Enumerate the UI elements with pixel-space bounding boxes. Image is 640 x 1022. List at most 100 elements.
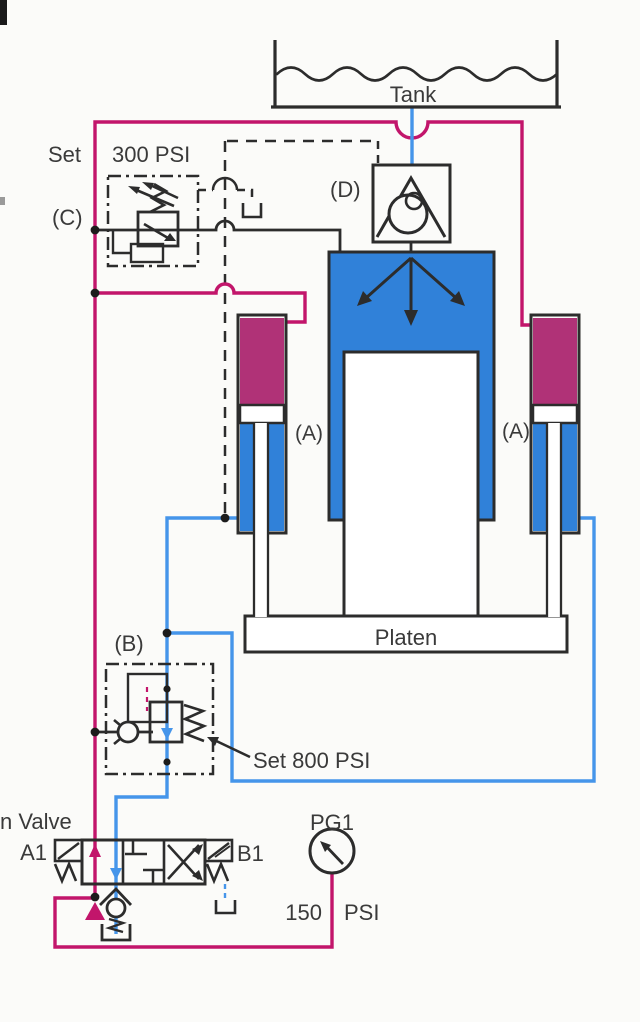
return-spring-right <box>205 860 230 885</box>
arrowhead <box>404 310 418 326</box>
flow-arrows <box>357 256 465 326</box>
arrowhead <box>192 870 203 881</box>
fluid-level-wave <box>275 66 559 82</box>
solenoid-slash-icon <box>207 842 230 860</box>
gauge-label: PG1 <box>310 810 354 835</box>
line-to-left-cylinder <box>95 282 307 324</box>
position-dividers <box>121 840 166 884</box>
arrowhead <box>142 182 154 190</box>
junction-dot <box>90 225 100 235</box>
piston-rod <box>547 423 561 617</box>
cylinder-return-line <box>114 516 238 934</box>
cylinder-cap-fluid <box>240 318 284 406</box>
arrowhead <box>207 737 219 746</box>
relief-to-press-line <box>95 219 342 252</box>
flow-path <box>143 222 169 240</box>
valve-body <box>136 210 180 248</box>
junction-dot <box>163 758 171 766</box>
center-position-symbol <box>125 840 165 884</box>
junction-dots <box>90 225 230 902</box>
press-assembly: Platen <box>243 250 569 654</box>
flow-arrow-left <box>365 256 412 300</box>
platen-label: Platen <box>375 625 437 650</box>
gauge-value: 150 <box>285 900 322 925</box>
tank-drain-icon <box>100 924 132 942</box>
spring <box>181 703 208 743</box>
valve-caption: n Valve <box>0 809 72 834</box>
center-port-top <box>125 840 147 856</box>
piston <box>531 403 579 425</box>
pilot-loop <box>111 230 131 255</box>
junction-dot <box>162 628 172 638</box>
pilot-lines <box>198 139 380 518</box>
solenoid-slash-icon <box>214 845 231 858</box>
cross-path <box>167 844 200 880</box>
arrowhead <box>450 291 465 306</box>
line-hop <box>211 176 239 191</box>
tank-drain-icon <box>214 900 237 915</box>
valve-body <box>148 700 184 744</box>
center-port-bottom <box>143 868 165 884</box>
adjust-arrow <box>149 183 179 200</box>
flow-arrowhead <box>161 728 173 740</box>
junction-dot <box>220 513 230 523</box>
solenoid-b1-label: B1 <box>237 841 264 866</box>
tank-check-valve <box>99 886 133 942</box>
platen <box>243 614 569 654</box>
check-valve-seat <box>99 886 133 906</box>
needle-arrowhead <box>320 841 331 852</box>
valve-boundary-box <box>104 662 215 776</box>
scan-edge-mark <box>0 197 5 205</box>
valve-c-label: (C) <box>52 205 83 230</box>
line-to-gauge <box>53 874 334 949</box>
pressure-setting-label: 300 PSI <box>112 142 190 167</box>
valve-pilot-section <box>129 242 165 264</box>
b-to-t-arrowhead <box>110 868 122 880</box>
prefill-valve-d: (D) <box>330 163 452 244</box>
junction-dot <box>163 685 171 693</box>
check-valve-ball <box>116 720 140 744</box>
adjust-arrow <box>133 187 175 208</box>
arrowhead <box>357 291 372 306</box>
directional-valve: n Valve A1 B1 <box>0 809 264 915</box>
piston <box>238 403 286 425</box>
pump-source <box>85 902 105 920</box>
counterbalance-valve-b: (B) Set 800 PSI <box>104 631 370 776</box>
arrowhead <box>128 186 140 194</box>
solenoid-slash-icon <box>57 842 80 860</box>
press-ram <box>342 350 480 620</box>
prefill-valve-label: (D) <box>330 177 361 202</box>
pressure-source-icon <box>85 902 105 920</box>
valve-boundary-box <box>106 174 200 268</box>
pressure-gauge-pg1: PG1 150 PSI <box>285 810 379 925</box>
cylinder-cap-fluid <box>533 318 577 406</box>
solenoid-a1-box <box>53 838 84 863</box>
junction-dot <box>90 727 100 737</box>
cylinder-right: (A) <box>502 313 581 617</box>
arrowhead <box>192 844 203 855</box>
solenoid-a1-label: A1 <box>20 840 47 865</box>
cylinder-right-label: (A) <box>502 420 530 443</box>
tank-drain-icon <box>241 203 263 219</box>
piston-rod-outline <box>545 423 563 617</box>
junction-dot <box>90 892 100 902</box>
junction-dot <box>90 288 100 298</box>
right-cylinder-return-line <box>167 516 596 783</box>
relief-valve-c: Set 300 PSI (C) <box>48 142 200 268</box>
piston-rod-outline <box>252 423 270 617</box>
p-to-a-arrowhead <box>89 844 101 857</box>
spring <box>105 917 127 934</box>
tank-label: Tank <box>390 82 437 107</box>
pilot-chamber <box>126 672 169 724</box>
poppet-ball-inner <box>404 191 424 211</box>
cylinder-left: (A) <box>236 313 323 617</box>
drain-line <box>237 188 254 203</box>
arrowhead <box>164 233 176 241</box>
cylinder-left-label: (A) <box>295 422 323 445</box>
tank-symbol: Tank <box>271 40 561 109</box>
valve-body <box>80 838 207 886</box>
check-valve-ball <box>105 897 127 919</box>
solenoid-b1-box <box>203 838 234 863</box>
set-label: Set <box>48 142 81 167</box>
